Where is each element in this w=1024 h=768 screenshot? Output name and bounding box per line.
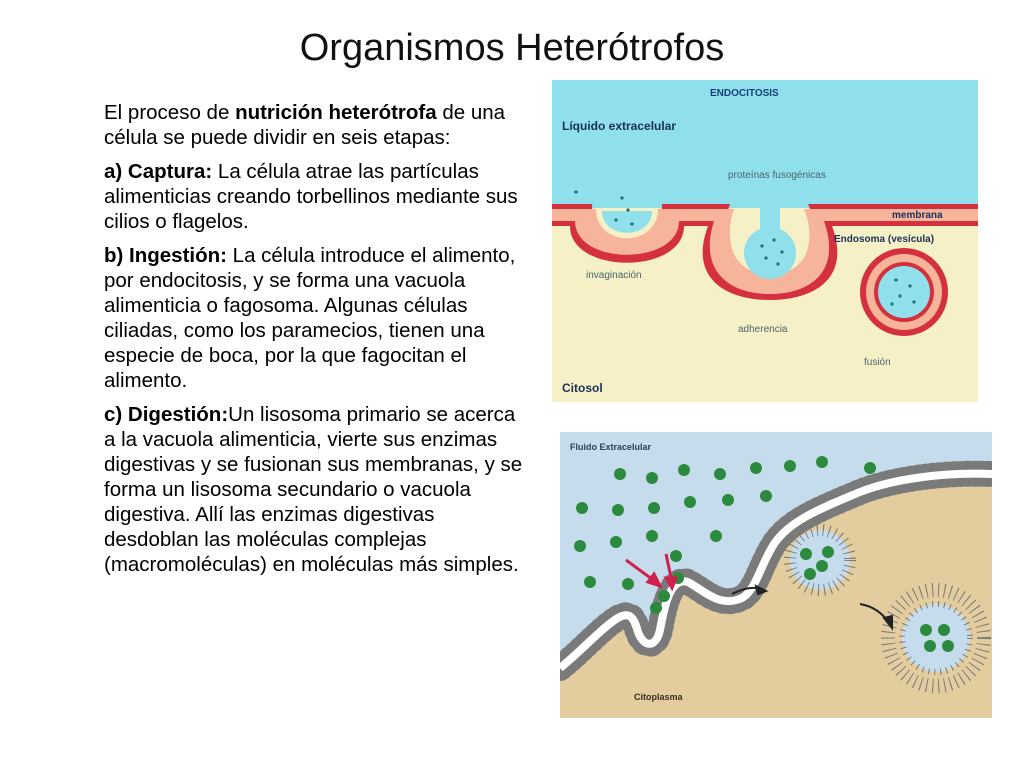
paragraph-captura: a) Captura: La célula atrae las partícul… xyxy=(104,159,528,234)
extracellular-region xyxy=(560,432,992,668)
label-cytosol: Citosol xyxy=(562,381,603,395)
paragraph-ingestion-post: La célula introduce el alimento, por end… xyxy=(104,244,516,392)
label-invagination: invaginación xyxy=(586,270,642,281)
vesicle-outer xyxy=(881,583,991,693)
neck-lumen xyxy=(760,200,780,240)
paragraph-intro-pre: El proceso de xyxy=(104,101,236,124)
paragraph-digestion: c) Digestión:Un lisosoma primario se ace… xyxy=(104,402,528,577)
endosome-lumen xyxy=(878,266,930,318)
paragraph-digestion-post: Un lisosoma primario se acerca a la vacu… xyxy=(104,403,523,576)
paragraph-captura-bold: a) Captura: xyxy=(104,160,213,183)
pocket-ring xyxy=(784,524,856,596)
membrane-inner xyxy=(552,209,978,294)
heading-endocitosis: ENDOCITOSIS xyxy=(710,88,779,99)
pocket-vesicle-lumen xyxy=(744,227,796,279)
arrows-black xyxy=(731,584,893,631)
invagination-pocket xyxy=(602,211,652,233)
extracellular-background xyxy=(552,80,978,208)
label-fluid: Fluido Extracelular xyxy=(570,442,652,452)
paragraph-ingestion-bold: b) Ingestión: xyxy=(104,244,227,267)
vesicle-inner xyxy=(899,601,973,675)
label-extracellular: Líquido extracelular xyxy=(562,119,676,133)
membrane-core xyxy=(560,469,992,672)
particles xyxy=(574,190,916,306)
label-cytoplasm: Citoplasma xyxy=(634,692,684,702)
label-proteins: proteínas fusogénicas xyxy=(728,170,826,181)
paragraph-digestion-bold: c) Digestión: xyxy=(104,403,229,426)
body-text: El proceso de nutrición heterótrofa de u… xyxy=(104,100,528,586)
paragraph-intro: El proceso de nutrición heterótrofa de u… xyxy=(104,100,528,150)
paragraph-ingestion: b) Ingestión: La célula introduce el ali… xyxy=(104,243,528,393)
label-fusion: fusión xyxy=(864,357,891,368)
label-membrane: membrana xyxy=(892,210,943,221)
label-endosome: Endosoma (vesícula) xyxy=(834,234,934,245)
paragraph-intro-bold: nutrición heterótrofa xyxy=(235,101,437,124)
paragraph-intro-post: de una célula se puede dividir en seis e… xyxy=(104,101,506,149)
label-adherence: adherencia xyxy=(738,324,788,335)
endocytosis-diagram: ENDOCITOSIS Líquido extracelular proteín… xyxy=(552,80,978,402)
arrows-red xyxy=(625,553,679,592)
green-particles xyxy=(574,456,954,652)
slide-title: Organismos Heterótrofos xyxy=(299,27,725,69)
membrane-diagram: Fluido Extracelular Citoplasma xyxy=(560,432,992,718)
paragraph-captura-post: La célula atrae las partículas alimentic… xyxy=(104,160,518,233)
